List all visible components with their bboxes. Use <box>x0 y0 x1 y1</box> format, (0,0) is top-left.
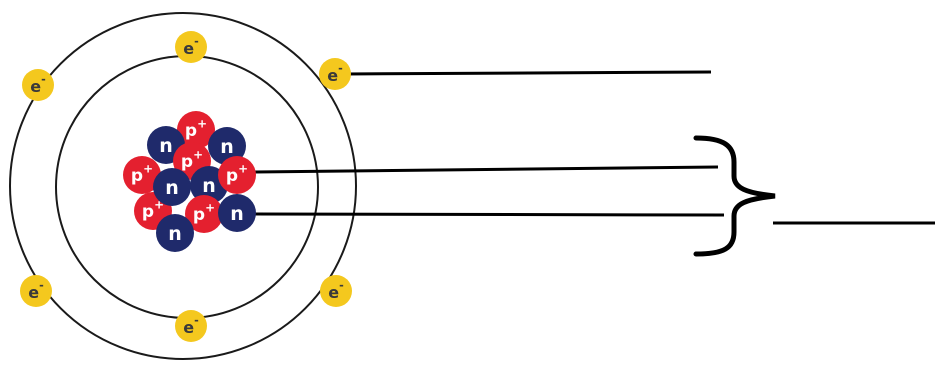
proton-4-letter: p <box>142 202 154 222</box>
proton-6-charge: + <box>205 200 215 214</box>
electron-inner-bottom-charge: - <box>194 313 199 326</box>
electron-inner-top-charge: - <box>194 34 199 47</box>
electron-outer-bottom-left-letter: e <box>28 283 39 302</box>
neutron-2-letter: n <box>220 136 234 158</box>
neutron-6-symbol: n <box>230 203 244 225</box>
neutron-pointer-line <box>242 214 724 215</box>
electron-outer-top-right: e- <box>319 58 351 90</box>
electron-inner-bottom-letter: e <box>183 318 194 337</box>
electron-inner-top-letter: e <box>183 39 194 58</box>
neutron-4-letter: n <box>202 175 216 197</box>
electron-outer-top-left: e- <box>22 69 54 101</box>
electron-outer-top-right-charge: - <box>338 61 343 74</box>
neutron-6: n <box>218 194 256 232</box>
proton-1-letter: p <box>185 121 197 141</box>
electron-outer-top-right-letter: e <box>327 66 338 85</box>
electron-outer-bottom-right: e- <box>320 275 352 307</box>
proton-5: p+ <box>218 156 256 194</box>
proton-2-letter: p <box>131 166 143 186</box>
neutron-5-symbol: n <box>168 223 182 245</box>
proton-5-charge: + <box>238 161 248 175</box>
proton-5-letter: p <box>226 166 238 186</box>
proton-6-letter: p <box>193 205 205 225</box>
neutron-2-symbol: n <box>220 136 234 158</box>
neutron-1-symbol: n <box>159 135 173 157</box>
electron-outer-bottom-left-charge: - <box>39 278 44 291</box>
neutron-1-letter: n <box>159 135 173 157</box>
electron-outer-bottom-right-letter: e <box>328 283 339 302</box>
neutron-3-letter: n <box>165 177 179 199</box>
electron-inner-bottom: e- <box>175 310 207 342</box>
neutron-3: n <box>153 168 191 206</box>
nucleus-brace <box>696 138 775 254</box>
proton-3-charge: + <box>193 147 203 161</box>
proton-3-letter: p <box>181 152 193 172</box>
electron-outer-top-left-charge: - <box>41 72 46 85</box>
electron-inner-top: e- <box>175 31 207 63</box>
neutron-4-symbol: n <box>202 175 216 197</box>
proton-pointer-line <box>255 167 718 172</box>
neutron-3-symbol: n <box>165 177 179 199</box>
proton-1-charge: + <box>197 116 207 130</box>
neutron-6-letter: n <box>230 203 244 225</box>
electron-outer-bottom-left: e- <box>20 275 52 307</box>
neutron-5-letter: n <box>168 223 182 245</box>
electron-outer-bottom-right-charge: - <box>339 278 344 291</box>
proton-2-charge: + <box>143 161 153 175</box>
electron-pointer-line <box>345 72 711 74</box>
electron-outer-top-left-letter: e <box>30 77 41 96</box>
neutron-5: n <box>156 214 194 252</box>
